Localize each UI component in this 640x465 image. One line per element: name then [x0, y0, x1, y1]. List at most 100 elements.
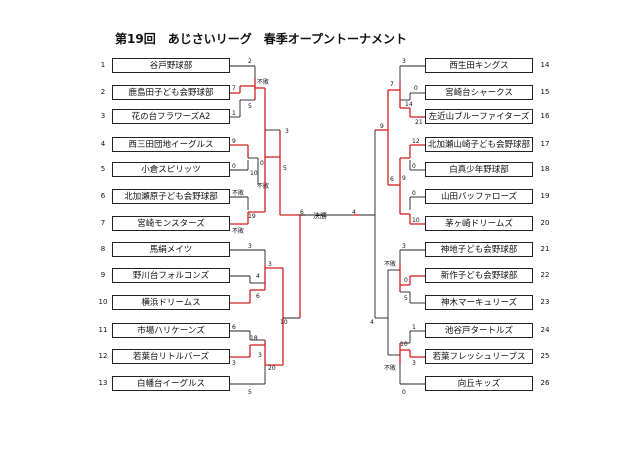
- score-label: 5: [248, 103, 252, 110]
- team-box: 白真少年野球部: [425, 162, 533, 177]
- score-label: 6: [300, 209, 304, 216]
- score-label: 0: [414, 85, 418, 92]
- score-label: 2: [248, 58, 252, 65]
- score-label: 0: [232, 163, 236, 170]
- score-label: 21: [415, 119, 423, 126]
- team-box: 市場ハリケーンズ: [112, 323, 230, 338]
- score-label: 0: [412, 190, 416, 197]
- score-label: 10: [250, 170, 258, 177]
- score-label: 18: [250, 335, 258, 342]
- seed-number: 12: [98, 352, 108, 360]
- score-label: 4: [352, 209, 356, 216]
- score-label: 3: [268, 261, 272, 268]
- team-box: 馬絹メイツ: [112, 242, 230, 257]
- team-box: 若葉フレッシュリーブス: [425, 349, 533, 364]
- team-box: 左近山ブルーファイターズ: [425, 109, 533, 124]
- seed-number: 8: [100, 245, 106, 253]
- score-label: 3: [258, 352, 262, 359]
- seed-number: 16: [540, 112, 550, 120]
- score-label: 4: [256, 273, 260, 280]
- seed-number: 21: [540, 245, 550, 253]
- seed-number: 18: [540, 165, 550, 173]
- seed-number: 4: [100, 140, 106, 148]
- seed-number: 22: [540, 271, 550, 279]
- score-label: 5: [404, 295, 408, 302]
- score-label: 9: [232, 138, 236, 145]
- score-label: 3: [232, 360, 236, 367]
- score-label: 6: [232, 324, 236, 331]
- score-label: 0: [404, 277, 408, 284]
- seed-number: 11: [98, 326, 108, 334]
- seed-number: 13: [98, 379, 108, 387]
- score-label: 3: [248, 243, 252, 250]
- team-box: 北加瀬原子ども会野球部: [112, 189, 230, 204]
- team-box: 谷戸野球部: [112, 58, 230, 73]
- seed-number: 10: [98, 298, 108, 306]
- team-box: 宮崎台シャークス: [425, 85, 533, 100]
- score-label: 6: [390, 176, 394, 183]
- score-label: 不敗: [232, 227, 244, 235]
- score-label: 7: [390, 81, 394, 88]
- score-label: 4: [370, 319, 374, 326]
- team-box: 向丘キッズ: [425, 376, 533, 391]
- score-label: 不敗: [232, 189, 244, 197]
- seed-number: 17: [540, 140, 550, 148]
- score-label: 5: [248, 389, 252, 396]
- team-box: 鹿島田子ども会野球部: [112, 85, 230, 100]
- score-label: 5: [283, 165, 287, 172]
- team-box: 花の台フラワーズA2: [112, 109, 230, 124]
- score-label: 14: [405, 101, 413, 108]
- seed-number: 26: [540, 379, 550, 387]
- score-label: 3: [402, 58, 406, 65]
- score-label: 0: [260, 160, 264, 167]
- seed-number: 6: [100, 192, 106, 200]
- score-label: 不敗: [257, 182, 269, 190]
- team-box: 西生田キングス: [425, 58, 533, 73]
- score-label: 0: [412, 163, 416, 170]
- score-label: 3: [285, 128, 289, 135]
- seed-number: 23: [540, 298, 550, 306]
- seed-number: 1: [100, 61, 106, 69]
- seed-number: 20: [540, 219, 550, 227]
- seed-number: 14: [540, 61, 550, 69]
- seed-number: 24: [540, 326, 550, 334]
- score-label: 20: [268, 365, 276, 372]
- score-label: 6: [256, 293, 260, 300]
- score-label: 10: [280, 319, 288, 326]
- team-box: 新作子ども会野球部: [425, 268, 533, 283]
- score-label: 0: [402, 389, 406, 396]
- seed-number: 9: [100, 271, 106, 279]
- team-box: 神木マーキュリーズ: [425, 295, 533, 310]
- score-label: 10: [412, 217, 420, 224]
- score-label: 不敗: [257, 78, 269, 86]
- team-box: 白幡台イーグルス: [112, 376, 230, 391]
- team-box: 神地子ども会野球部: [425, 242, 533, 257]
- final-label: 決勝: [313, 211, 327, 220]
- score-label: 7: [232, 85, 236, 92]
- score-label: 19: [248, 213, 256, 220]
- score-label: 不敗: [384, 260, 396, 268]
- team-box: 北加瀬山崎子ども会野球部: [425, 137, 533, 152]
- seed-number: 7: [100, 219, 106, 227]
- seed-number: 3: [100, 112, 106, 120]
- score-label: 10: [400, 341, 408, 348]
- seed-number: 25: [540, 352, 550, 360]
- score-label: 12: [412, 138, 420, 145]
- team-box: 野川台フォルコンズ: [112, 268, 230, 283]
- score-label: 1: [232, 110, 236, 117]
- seed-number: 15: [540, 88, 550, 96]
- seed-number: 5: [100, 165, 106, 173]
- team-box: 横浜ドリームス: [112, 295, 230, 310]
- score-label: 9: [402, 175, 406, 182]
- team-box: 池谷戸タートルズ: [425, 323, 533, 338]
- score-label: 不敗: [384, 364, 396, 372]
- seed-number: 2: [100, 88, 106, 96]
- score-label: 9: [380, 123, 384, 130]
- team-box: 小倉スピリッツ: [112, 162, 230, 177]
- team-box: 宮崎モンスターズ: [112, 216, 230, 231]
- page-title: 第19回 あじさいリーグ 春季オープントーナメント: [115, 32, 407, 46]
- score-label: 3: [412, 360, 416, 367]
- score-label: 3: [402, 243, 406, 250]
